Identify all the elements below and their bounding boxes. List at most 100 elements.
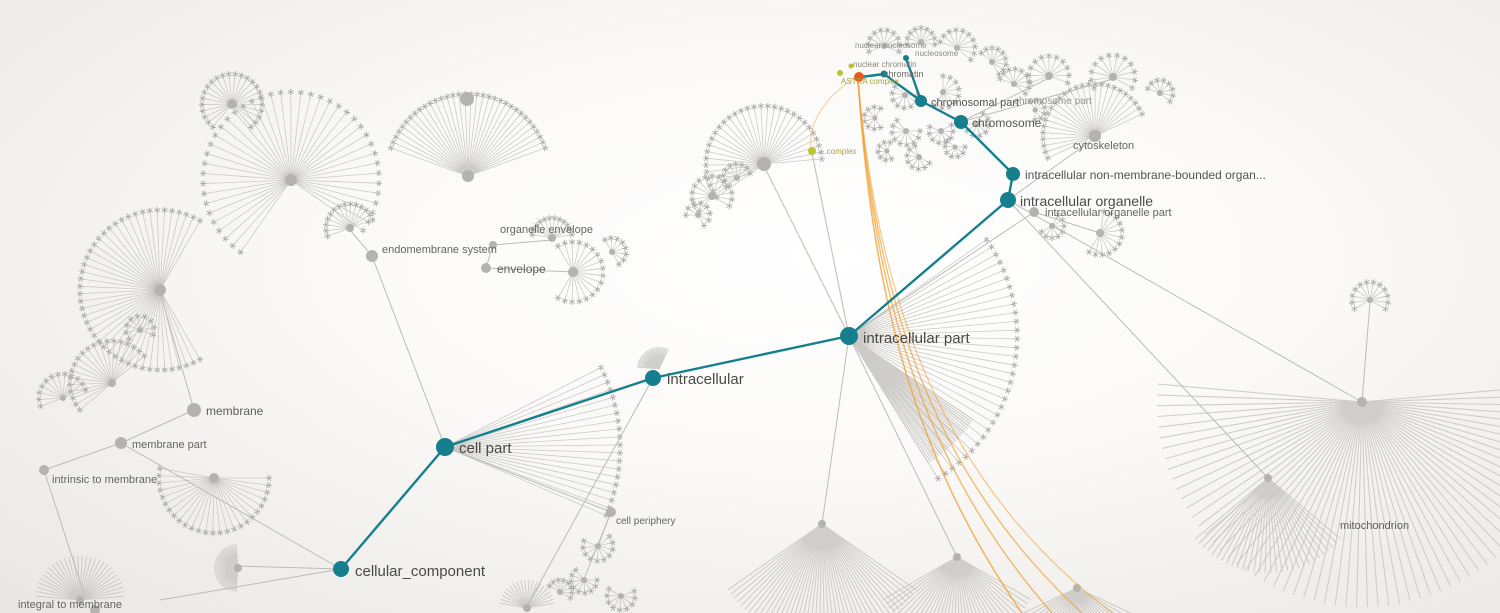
cluster-node[interactable]	[872, 115, 878, 121]
node-label-intracellular-part[interactable]: intracellular part	[863, 330, 971, 347]
cluster-node[interactable]	[523, 604, 531, 612]
cluster-node[interactable]	[285, 174, 297, 186]
node-cytoskeleton[interactable]	[1089, 130, 1101, 142]
node-organelle-envelope[interactable]	[489, 241, 497, 249]
node-label-nucleosome-label[interactable]: nucleosome	[915, 49, 959, 58]
cluster-node[interactable]	[916, 154, 922, 160]
cluster-node[interactable]	[154, 284, 166, 296]
node-label-cell-periphery[interactable]: cell periphery	[616, 516, 675, 527]
node-complex-node[interactable]	[808, 147, 816, 155]
cluster-node[interactable]	[757, 157, 771, 171]
node-intrinsic-to-membrane[interactable]	[39, 465, 49, 475]
node-envelope[interactable]	[481, 263, 491, 273]
cluster-node[interactable]	[209, 473, 219, 483]
cluster-node[interactable]	[581, 577, 587, 583]
node-chromosome[interactable]	[954, 115, 968, 129]
cluster-node[interactable]	[108, 379, 116, 387]
node-label-intracellular-organelle[interactable]: intracellular organelle	[1020, 193, 1153, 209]
cluster-node[interactable]	[918, 39, 924, 45]
node-label-integral-to-membrane[interactable]: integral to membrane	[18, 599, 122, 611]
node-label-nuclear-nucleosome-label[interactable]: nuclear nucleosome	[855, 41, 927, 50]
node-integral-to-membrane[interactable]	[90, 605, 100, 613]
cluster-node[interactable]	[954, 45, 960, 51]
cluster-node[interactable]	[609, 249, 615, 255]
node-chromosomal-part[interactable]	[915, 95, 927, 107]
node-label-intracellular[interactable]: intracellular	[667, 371, 744, 388]
node-label-membrane-part[interactable]: membrane part	[132, 439, 207, 451]
node-label-envelope[interactable]: envelope	[497, 262, 546, 276]
cluster-node[interactable]	[953, 553, 961, 561]
cluster-node[interactable]	[1073, 584, 1081, 592]
cluster-node[interactable]	[1045, 72, 1053, 80]
node-intracellular-organelle[interactable]	[1000, 192, 1016, 208]
node-chromatin-node[interactable]	[880, 70, 888, 78]
node-intracellular-part[interactable]	[840, 327, 858, 345]
node-label-intracellular-non-membrane-bounded-organelle[interactable]: intracellular non-membrane-bounded organ…	[1025, 168, 1266, 182]
cluster-node[interactable]	[1357, 397, 1367, 407]
node-label-complex-label[interactable]: ...complex	[820, 147, 856, 156]
cluster-node[interactable]	[227, 99, 237, 109]
node-label-chromosome-part[interactable]: chromosome part	[1014, 96, 1092, 107]
cluster-node[interactable]	[1049, 223, 1055, 229]
node-endomembrane-system[interactable]	[366, 250, 378, 262]
cluster-node[interactable]	[1032, 107, 1038, 113]
node-cell-part[interactable]	[436, 438, 454, 456]
node-intracellular[interactable]	[645, 370, 661, 386]
cluster-node[interactable]	[1109, 73, 1117, 81]
node-small-yellow-node[interactable]	[848, 63, 854, 69]
cluster-node[interactable]	[76, 596, 84, 604]
node-label-chromosomal-part[interactable]: chromosomal part	[931, 97, 1019, 109]
node-label-intrinsic-to-membrane[interactable]: intrinsic to membrane	[52, 474, 157, 486]
node-intracellular-organelle-part[interactable]	[1029, 207, 1039, 217]
node-cellular-component[interactable]	[333, 561, 349, 577]
cluster-node[interactable]	[902, 92, 908, 98]
cluster-node[interactable]	[234, 564, 242, 572]
cluster-node[interactable]	[695, 212, 701, 218]
cluster-node[interactable]	[346, 224, 354, 232]
cluster-node[interactable]	[734, 175, 740, 181]
node-label-mitochondrion[interactable]: mitochondrion	[1340, 520, 1409, 532]
node-label-cytoskeleton[interactable]: cytoskeleton	[1073, 140, 1134, 152]
node-label-organelle-envelope[interactable]: organelle envelope	[500, 224, 593, 236]
cluster-node[interactable]	[595, 543, 601, 549]
cluster-node[interactable]	[881, 43, 887, 49]
node-membrane[interactable]	[187, 403, 201, 417]
node-nucleosome-node[interactable]	[903, 55, 909, 61]
cluster-node[interactable]	[952, 144, 958, 150]
node-intracellular-non-membrane-bounded-organelle[interactable]	[1006, 167, 1020, 181]
node-membrane-part[interactable]	[115, 437, 127, 449]
cluster-node[interactable]	[1367, 297, 1373, 303]
node-label-cell-part[interactable]: cell part	[459, 440, 512, 457]
node-cell-periphery[interactable]	[606, 507, 616, 517]
cluster-node[interactable]	[708, 192, 716, 200]
cluster-node[interactable]	[568, 267, 578, 277]
cluster-node[interactable]	[1157, 90, 1163, 96]
node-label-cellular-component[interactable]: cellular_component	[355, 563, 486, 580]
node-label-membrane[interactable]: membrane	[206, 404, 264, 418]
cluster-node[interactable]	[903, 128, 909, 134]
cluster-node[interactable]	[1264, 474, 1272, 482]
node-label-chromatin-label[interactable]: chromatin	[884, 69, 924, 79]
cluster-node[interactable]	[557, 589, 563, 595]
node-label-intracellular-organelle-part[interactable]: intracellular organelle part	[1045, 207, 1172, 219]
cluster-node[interactable]	[462, 170, 474, 182]
node-label-astra-complex-label[interactable]: ASTRA complex	[841, 77, 899, 86]
cluster-node[interactable]	[938, 128, 944, 134]
cluster-node[interactable]	[548, 234, 556, 242]
node-astra-node[interactable]	[837, 70, 843, 76]
cluster-node[interactable]	[618, 593, 624, 599]
node-gray-hub[interactable]	[460, 92, 474, 106]
cluster-node[interactable]	[1011, 81, 1017, 87]
cluster-node[interactable]	[974, 121, 980, 127]
cluster-node[interactable]	[989, 59, 995, 65]
node-highlight-node[interactable]	[854, 72, 864, 82]
cluster-node[interactable]	[940, 89, 946, 95]
cluster-node[interactable]	[818, 520, 826, 528]
cluster-node[interactable]	[60, 395, 66, 401]
cluster-node[interactable]	[884, 148, 890, 154]
node-label-nuclear-chromatin-label[interactable]: nuclear chromatin	[853, 60, 917, 69]
cluster-node[interactable]	[137, 327, 143, 333]
node-label-endomembrane-system[interactable]: endomembrane system	[382, 244, 497, 256]
node-label-chromosome[interactable]: chromosome	[972, 116, 1042, 130]
